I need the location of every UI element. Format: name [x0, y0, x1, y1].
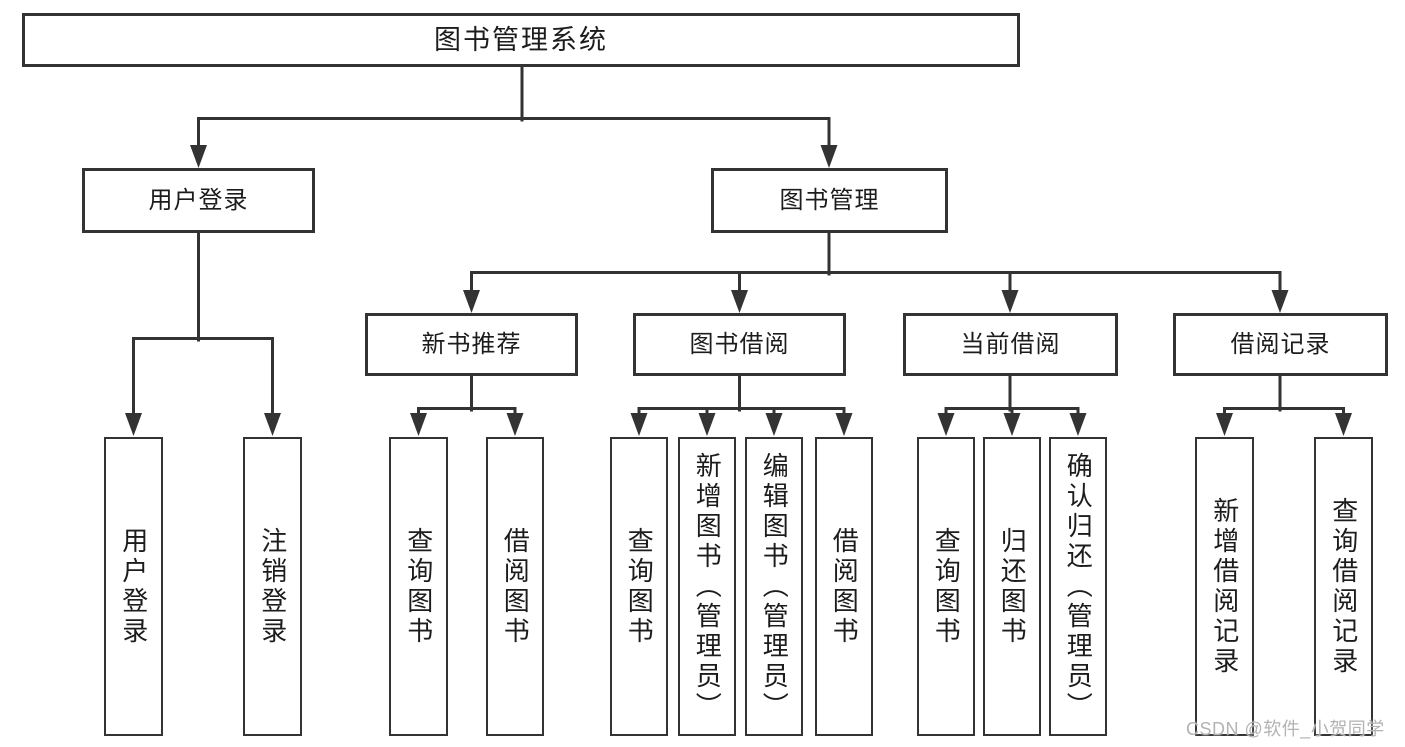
node-borrowing-records-label: 借阅记录 [1230, 330, 1331, 358]
node-borrowing-add-books-admin-label: 新增图书（管理员） [692, 451, 723, 722]
connector-book-borrow-split [637, 373, 846, 416]
node-borrowing-add-books-admin: 新增图书（管理员） [678, 437, 736, 736]
node-borrowing-query-books-label: 查询图书 [624, 526, 655, 647]
node-current-query-books-label: 查询图书 [931, 526, 962, 647]
node-logout-action-label: 注销登录 [257, 526, 288, 647]
arrowhead-book-borrow [731, 290, 748, 313]
node-root-label: 图书管理系统 [434, 24, 608, 55]
arrowhead-new-book [463, 290, 480, 313]
arrowhead-bb-add [698, 413, 716, 436]
node-recommend-query-books-label: 查询图书 [403, 526, 434, 647]
node-current-borrowing: 当前借阅 [903, 313, 1118, 376]
node-records-query-record: 查询借阅记录 [1314, 437, 1373, 736]
node-book-management: 图书管理 [711, 168, 948, 233]
connector-root-split [197, 64, 831, 148]
node-records-query-record-label: 查询借阅记录 [1328, 496, 1359, 677]
arrowhead-cb-confirm [1069, 413, 1087, 436]
node-current-confirm-return-admin-label: 确认归还（管理员） [1063, 451, 1094, 722]
arrowhead-user-login-leaf [125, 413, 142, 436]
node-borrowing-borrow-books-label: 借阅图书 [829, 526, 860, 647]
arrowhead-br-add [1216, 413, 1233, 436]
node-logout-action: 注销登录 [243, 437, 302, 736]
arrowhead-bb-query [630, 413, 648, 436]
arrowhead-current-borrow [1001, 290, 1019, 313]
node-user-login-label: 用户登录 [148, 186, 249, 214]
arrowhead-nbr-query [410, 413, 427, 436]
node-current-return-books: 归还图书 [983, 437, 1041, 736]
connector-lines [132, 64, 1345, 416]
connector-records-split [1223, 373, 1345, 416]
node-root-system: 图书管理系统 [22, 13, 1020, 67]
node-recommend-borrow-books-label: 借阅图书 [500, 526, 531, 647]
node-recommend-query-books: 查询图书 [389, 437, 448, 736]
node-current-borrowing-label: 当前借阅 [960, 330, 1061, 358]
node-borrowing-query-books: 查询图书 [610, 437, 668, 736]
csdn-watermark: CSDN @软件_小贺同学 [1186, 719, 1385, 739]
connector-new-book-split [417, 373, 517, 416]
arrowhead-user-login [190, 145, 207, 168]
node-borrowing-edit-books-admin: 编辑图书（管理员） [745, 437, 803, 736]
connector-book-mgmt-split [470, 230, 1282, 293]
node-current-return-books-label: 归还图书 [997, 526, 1028, 647]
node-new-book-recommend: 新书推荐 [365, 313, 578, 376]
arrowhead-bb-edit [765, 413, 783, 436]
connector-current-borrow-split [944, 373, 1080, 416]
arrowhead-cb-query [937, 413, 955, 436]
arrowhead-nbr-borrow [506, 413, 524, 436]
node-new-book-recommend-label: 新书推荐 [421, 330, 522, 358]
node-book-management-label: 图书管理 [779, 186, 880, 214]
arrowhead-records [1271, 290, 1289, 313]
node-borrowing-borrow-books: 借阅图书 [815, 437, 873, 736]
node-borrowing-records: 借阅记录 [1173, 313, 1388, 376]
node-user-login: 用户登录 [82, 168, 315, 233]
arrowhead-cb-return [1003, 413, 1021, 436]
node-book-borrowing-label: 图书借阅 [689, 330, 790, 358]
node-recommend-borrow-books: 借阅图书 [486, 437, 544, 736]
arrowhead-bb-borrow [835, 413, 853, 436]
node-user-login-action: 用户登录 [104, 437, 163, 736]
node-records-add-record: 新增借阅记录 [1195, 437, 1254, 736]
arrowhead-logout-leaf [264, 413, 281, 436]
connector-user-login-split [132, 230, 274, 416]
node-book-borrowing: 图书借阅 [633, 313, 846, 376]
node-records-add-record-label: 新增借阅记录 [1209, 496, 1240, 677]
arrowhead-book-mgmt [820, 145, 838, 168]
node-current-query-books: 查询图书 [917, 437, 975, 736]
node-borrowing-edit-books-admin-label: 编辑图书（管理员） [759, 451, 790, 722]
arrowhead-br-query [1335, 413, 1352, 436]
node-current-confirm-return-admin: 确认归还（管理员） [1049, 437, 1107, 736]
arrowheads [125, 145, 1352, 436]
node-user-login-action-label: 用户登录 [118, 526, 149, 647]
